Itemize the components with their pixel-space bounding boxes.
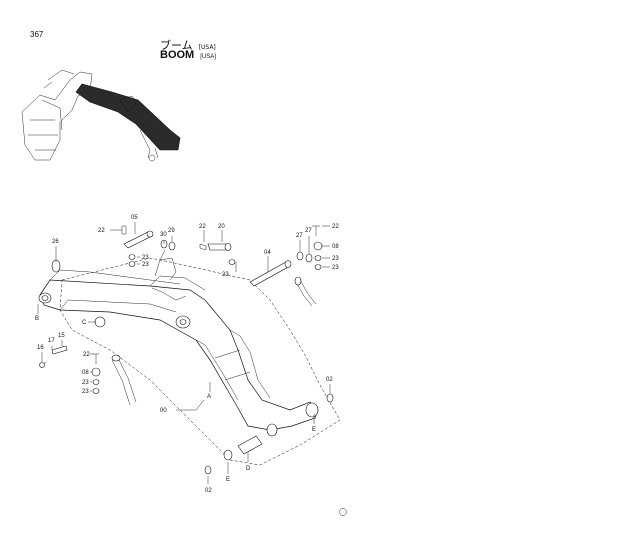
footer-mark-circle bbox=[339, 508, 347, 516]
label-c: C bbox=[82, 320, 87, 326]
callout-20: 20 bbox=[218, 224, 225, 230]
callout-23-a: 23 bbox=[142, 255, 149, 261]
bolt-22-top-left bbox=[110, 225, 127, 235]
callout-02-b: 02 bbox=[205, 488, 212, 494]
callout-27-b: 27 bbox=[305, 228, 312, 234]
region-tag-jp: [USA] bbox=[198, 44, 216, 51]
callout-04: 04 bbox=[264, 250, 271, 256]
title-japanese: ブーム [USA] bbox=[160, 37, 216, 53]
pin-05 bbox=[123, 230, 154, 249]
bushing-d bbox=[223, 435, 263, 461]
callout-02-a: 02 bbox=[326, 377, 333, 383]
callout-27-a: 27 bbox=[296, 233, 303, 239]
callout-23-f: 23 bbox=[82, 380, 89, 386]
callout-23-e: 23 bbox=[332, 265, 339, 271]
label-e-left: E bbox=[226, 477, 230, 483]
title-japanese-text: ブーム bbox=[160, 39, 193, 52]
callout-29: 29 bbox=[168, 228, 175, 234]
callout-labels: 05 22 30 29 23 23 26 22 20 23 04 27 27 2… bbox=[35, 215, 339, 494]
callout-30: 30 bbox=[160, 232, 167, 238]
dashed-frame bbox=[59, 257, 341, 466]
title-english-text: BOOM bbox=[160, 49, 195, 61]
page-number: 367 bbox=[30, 30, 44, 39]
right-hardware bbox=[296, 225, 323, 270]
left-hardware bbox=[39, 345, 101, 394]
callout-23-b: 23 bbox=[142, 262, 149, 268]
callout-15: 15 bbox=[58, 333, 65, 339]
bushing-c bbox=[94, 316, 106, 328]
label-d: D bbox=[246, 466, 251, 472]
label-b: B bbox=[35, 316, 39, 322]
callout-16: 16 bbox=[37, 345, 44, 351]
callout-08-b: 08 bbox=[82, 370, 89, 376]
pin-20 bbox=[199, 243, 232, 251]
nut-23-top bbox=[128, 254, 136, 267]
region-tag-en: [USA] bbox=[200, 54, 216, 60]
callout-22-c: 22 bbox=[332, 224, 339, 230]
machine-thumbnail bbox=[21, 69, 181, 162]
callout-22-a: 22 bbox=[98, 228, 105, 234]
callout-23-g: 23 bbox=[82, 389, 89, 395]
label-a: A bbox=[207, 394, 211, 400]
washer-30-29 bbox=[160, 239, 176, 251]
nut-23-mid bbox=[228, 259, 236, 265]
callout-08-a: 08 bbox=[332, 244, 339, 250]
callout-23-c: 23 bbox=[222, 272, 229, 278]
callout-17: 17 bbox=[48, 338, 55, 344]
callout-05: 05 bbox=[131, 215, 138, 221]
label-e-right: E bbox=[312, 427, 316, 433]
leader-lines bbox=[37, 222, 331, 484]
pin-04 bbox=[249, 260, 292, 287]
callout-22-b: 22 bbox=[199, 224, 206, 230]
callout-23-d: 23 bbox=[332, 256, 339, 262]
boom-body bbox=[38, 249, 319, 437]
title-english: BOOM [USA] bbox=[160, 49, 216, 61]
callout-22-d: 22 bbox=[83, 352, 90, 358]
callout-00: 00 bbox=[160, 408, 167, 414]
callout-26: 26 bbox=[52, 239, 59, 245]
